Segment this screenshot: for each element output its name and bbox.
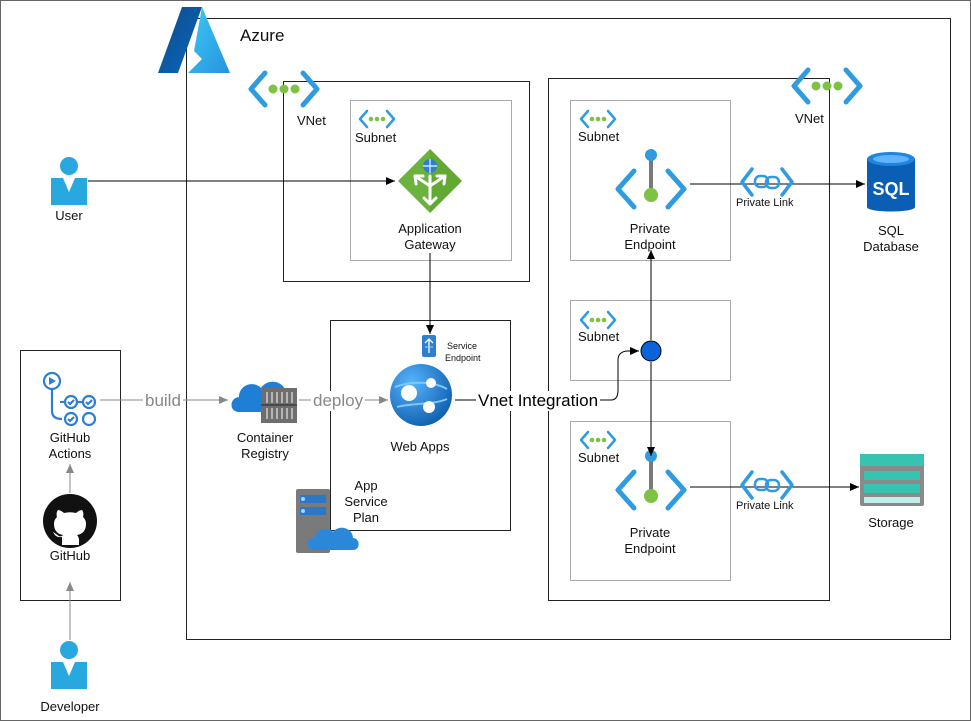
user-icon xyxy=(51,641,87,689)
user-label: User xyxy=(55,208,83,223)
private-endpoint-storage-label-2: Endpoint xyxy=(624,541,676,556)
application-gateway-label-2: Gateway xyxy=(404,237,456,252)
azure-logo-icon xyxy=(158,7,230,73)
sql-icon-text: SQL xyxy=(872,179,909,199)
github-label: GitHub xyxy=(49,548,91,563)
subnet-storage-label: Subnet xyxy=(578,450,620,465)
private-endpoint-icon xyxy=(615,450,687,511)
private-link-icon xyxy=(740,470,794,500)
private-link-storage-label: Private Link xyxy=(736,500,794,512)
subnet-icon xyxy=(579,109,617,129)
vnet-right xyxy=(548,78,830,601)
vnet-integration-edge-label: Vnet Integration xyxy=(476,391,601,411)
storage-label: Storage xyxy=(868,515,914,530)
vnet-icon xyxy=(791,67,863,105)
subnet-gateway-label: Subnet xyxy=(355,130,397,145)
app-service-plan-boundary xyxy=(330,320,511,531)
build-edge-label: build xyxy=(143,391,183,411)
github-actions-label-2: Actions xyxy=(48,446,92,461)
private-link-icon xyxy=(740,167,794,197)
app-service-plan-icon xyxy=(296,489,359,553)
github-icon xyxy=(43,494,97,548)
web-apps-label: Web Apps xyxy=(390,439,450,454)
integration-hub xyxy=(640,340,662,362)
azure-title: Azure xyxy=(240,26,285,45)
application-gateway-icon xyxy=(398,149,462,213)
sql-database-icon: SQL xyxy=(867,152,915,212)
web-apps-icon xyxy=(390,364,452,426)
service-endpoint-label-2: Endpoint xyxy=(445,353,481,363)
app-service-plan-label-2: Service xyxy=(344,494,388,509)
subnet-icon xyxy=(358,109,396,129)
vnet-right-label: VNet xyxy=(795,111,824,126)
container-registry-label-1: Container xyxy=(236,430,294,445)
sql-database-label-2: Database xyxy=(863,239,919,254)
private-endpoint-sql-label-1: Private xyxy=(629,221,671,236)
vnet-icon xyxy=(248,70,320,108)
private-endpoint-sql-label-2: Endpoint xyxy=(624,237,676,252)
private-endpoint-storage-label-1: Private xyxy=(629,525,671,540)
storage-icon xyxy=(860,454,924,506)
github-actions-label-1: GitHub xyxy=(49,430,91,445)
private-link-sql-label: Private Link xyxy=(736,197,794,209)
app-service-plan-label-3: Plan xyxy=(352,510,380,525)
user-icon xyxy=(51,157,87,205)
sql-database-label-1: SQL xyxy=(877,223,904,238)
edge-vnet-integration xyxy=(455,347,639,401)
vnet-left-label: VNet xyxy=(297,113,326,128)
service-endpoint-icon xyxy=(422,335,436,357)
azure-boundary xyxy=(186,18,951,640)
github-actions-icon xyxy=(42,371,97,427)
deploy-edge-label: deploy xyxy=(311,391,366,411)
subnet-integration-label: Subnet xyxy=(578,329,620,344)
container-registry-label-2: Registry xyxy=(241,446,289,461)
subnet-icon xyxy=(579,430,617,450)
developer-label: Developer xyxy=(40,699,100,714)
service-endpoint-label-1: Service xyxy=(447,341,478,351)
container-registry-icon xyxy=(231,381,297,423)
subnet-icon xyxy=(579,310,617,330)
application-gateway-label-1: Application xyxy=(398,221,462,236)
app-service-plan-label-1: App xyxy=(354,478,378,493)
subnet-sql-label: Subnet xyxy=(578,129,620,144)
private-endpoint-icon xyxy=(615,149,687,210)
